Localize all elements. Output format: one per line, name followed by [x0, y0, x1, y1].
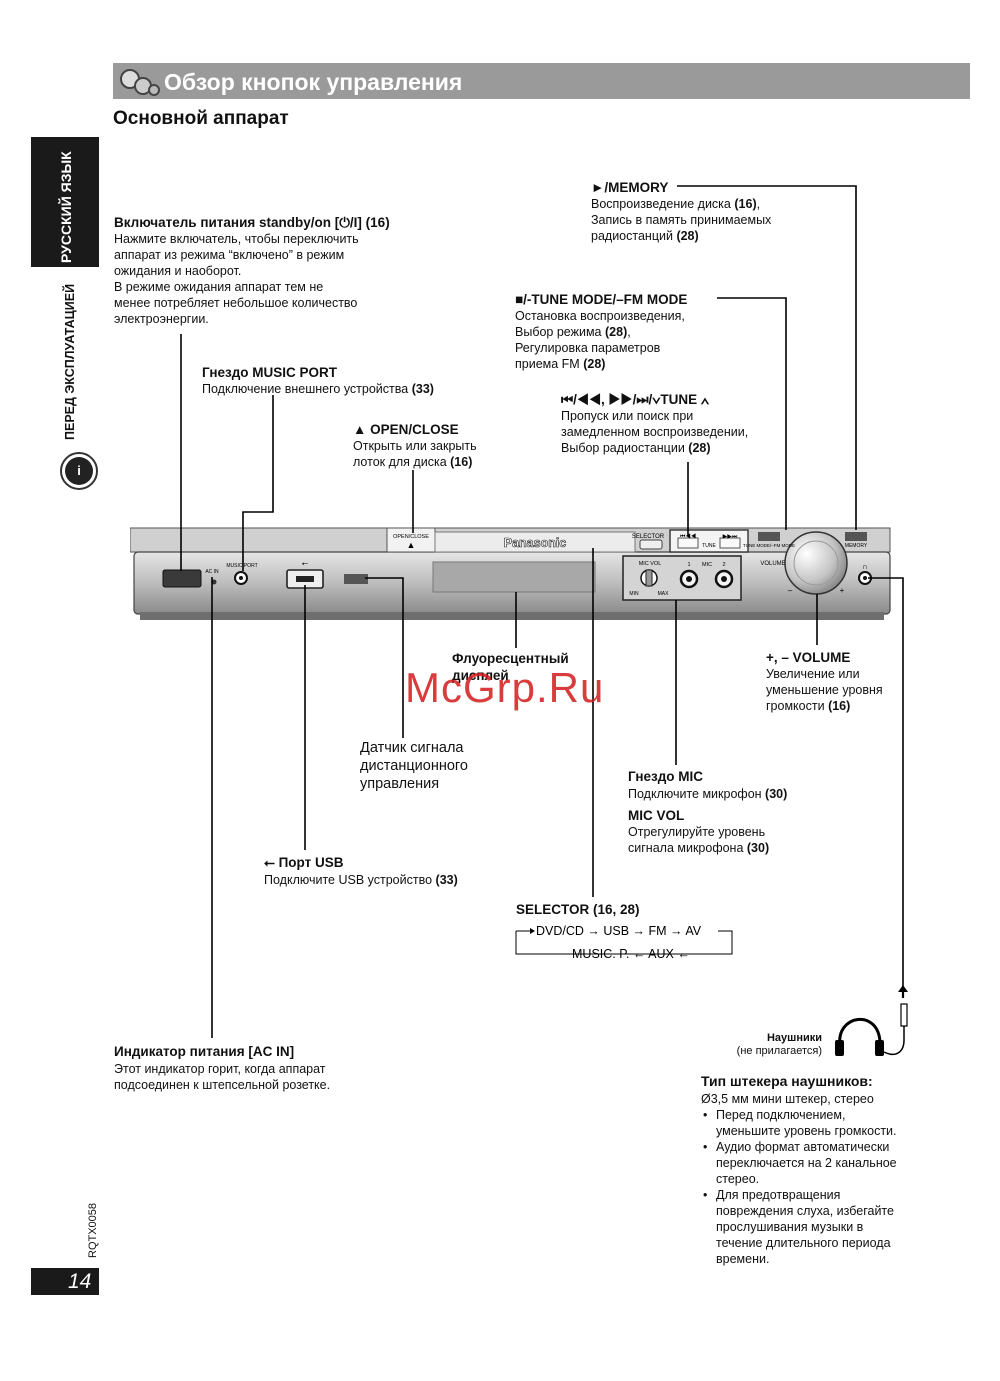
- plug-note: Аудио формат автоматическипереключается …: [701, 1139, 897, 1187]
- device-minus-text: –: [788, 586, 793, 595]
- volume-desc: Увеличение или уменьшение уровня громкос…: [766, 667, 883, 713]
- info-icon: i: [65, 457, 93, 485]
- device-prev-icon: ⏮◀◀: [680, 533, 696, 540]
- tune-mode-desc: Остановка воспроизведения, Выбор режима …: [515, 309, 685, 371]
- music-port-label: Гнездо MUSIC PORT: [202, 365, 338, 380]
- selector-row2: MUSIC. P. ← AUX ←: [572, 947, 690, 960]
- device-next-icon: ▶▶⏭: [723, 534, 738, 540]
- device-mic-vol-text: MIC VOL: [639, 561, 662, 567]
- page-title: Обзор кнопок управления: [164, 69, 463, 95]
- device-max-text: MAX: [658, 591, 670, 597]
- volume-label: +, – VOLUME: [766, 650, 851, 665]
- language-tab: [31, 137, 99, 267]
- device-open-close-text: OPEN/CLOSE: [393, 534, 429, 540]
- usb-label: ⭠ Порт USB: [264, 855, 344, 870]
- remote-sensor-desc: Датчик сигнала дистанционного управления: [360, 740, 468, 792]
- plug-notes-list: Перед подключением,уменьшите уровень гро…: [701, 1107, 897, 1267]
- music-port-desc: Подключение внешнего устройства (33): [202, 382, 434, 396]
- device-eject-icon: ▲: [407, 540, 416, 550]
- device-volume-text: VOLUME: [760, 561, 785, 567]
- mic-vol-desc: Отрегулируйте уровень сигнала микрофона …: [628, 825, 770, 855]
- headphones-caption: Наушники (не прилагается): [736, 1032, 822, 1057]
- device-mic1-text: 1: [687, 562, 690, 568]
- device-headphone-icon: ∩: [862, 562, 868, 571]
- display-desc: Флуоресцентный дисплей: [452, 651, 569, 683]
- section-subtitle: Основной аппарат: [113, 108, 289, 129]
- device-mic2-text: 2: [722, 562, 725, 568]
- plug-type-label: Тип штекера наушников:: [701, 1073, 873, 1089]
- device-selector-text: SELECTOR: [632, 534, 665, 540]
- plug-type-desc: Ø3,5 мм мини штекер, стерео: [701, 1092, 874, 1106]
- device-plus-text: +: [840, 586, 845, 595]
- watermark: McGrp.Ru: [405, 664, 605, 711]
- memory-desc: Воспроизведение диска (16), Запись в пам…: [591, 197, 772, 243]
- device-min-text: MIN: [629, 591, 639, 597]
- device-mic-text: MIC: [702, 562, 712, 568]
- plug-note: Перед подключением,уменьшите уровень гро…: [701, 1107, 897, 1139]
- device-front-panel: OPEN/CLOSE ▲ Panasonic SELECTOR TUNE ⏮◀◀…: [130, 527, 891, 620]
- device-ac-in-text: AC IN: [205, 569, 219, 575]
- bubbles-icon: [118, 67, 160, 97]
- device-tune-mode-text: TUNE MODE/–FM MODE: [743, 543, 795, 548]
- memory-label: ►/MEMORY: [591, 180, 669, 195]
- skip-tune-label: ⏮/◀◀, ▶▶/⏭/∨TUNE ∧: [561, 392, 710, 407]
- headphones-icon: [835, 1003, 908, 1056]
- selector-row1: DVD/CD → USB → FM → AV: [536, 924, 702, 938]
- skip-tune-desc: Пропуск или поиск при замедленном воспро…: [561, 409, 749, 455]
- standby-desc: Нажмите включатель, чтобы переключить ап…: [114, 232, 359, 326]
- page-number: 14: [31, 1268, 99, 1295]
- mic-desc: Подключите микрофон (30): [628, 787, 788, 801]
- title-bar: [113, 63, 970, 99]
- ac-in-desc: Этот индикатор горит, когда аппарат подс…: [114, 1062, 331, 1092]
- selector-cycle-diagram: DVD/CD → USB → FM → AV MUSIC. P. ← AUX ←: [515, 924, 733, 960]
- device-music-port-text: MUSIC PORT: [226, 563, 257, 569]
- standby-label: Включатель питания standby/on [⏻/I] (16): [114, 215, 390, 230]
- device-brand: Panasonic: [504, 536, 567, 550]
- tune-mode-label: ■/-TUNE MODE/–FM MODE: [515, 292, 688, 307]
- usb-icon: ⭠: [264, 855, 275, 870]
- device-memory-text: MEMORY: [845, 543, 868, 549]
- open-close-label: ▲ OPEN/CLOSE: [353, 422, 459, 437]
- usb-desc: Подключите USB устройство (33): [264, 873, 458, 887]
- mic-label: Гнездо MIC: [628, 769, 704, 784]
- mic-vol-label: MIC VOL: [628, 808, 685, 823]
- selector-label: SELECTOR (16, 28): [516, 902, 640, 917]
- device-tune-text: TUNE: [702, 543, 716, 549]
- device-usb-icon: ⭠: [302, 559, 309, 568]
- open-close-desc: Открыть или закрыть лоток для диска (16): [353, 439, 477, 469]
- ac-in-label: Индикатор питания [AC IN]: [114, 1044, 295, 1059]
